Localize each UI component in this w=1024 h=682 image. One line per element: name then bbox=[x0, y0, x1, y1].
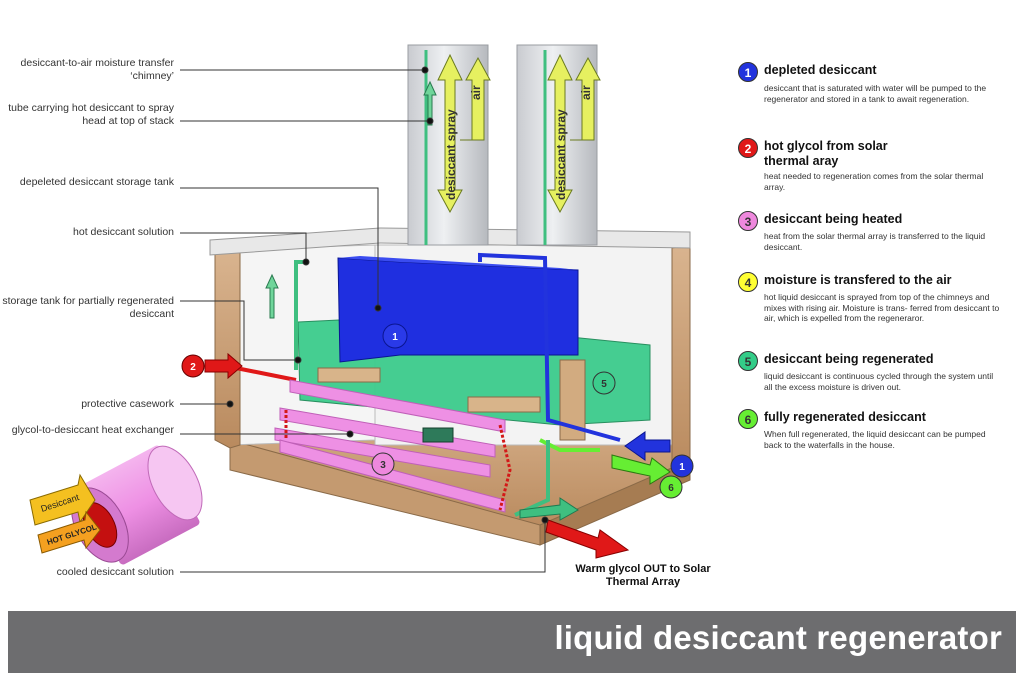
badge-1-diagram: 1 bbox=[392, 332, 398, 343]
legend-badge-2: 2 bbox=[738, 138, 758, 158]
callout-hot-solution: hot desiccant solution bbox=[73, 226, 174, 238]
air-text-left: air bbox=[469, 85, 483, 100]
legend-desc-1: desiccant that is saturated with water w… bbox=[764, 83, 987, 104]
legend-title-1: depleted desiccant bbox=[764, 63, 877, 77]
page-title: liquid desiccant regenerator bbox=[554, 619, 1002, 656]
footer-bar: liquid desiccant regenerator bbox=[8, 611, 1016, 673]
badge-2-diagram: 2 bbox=[190, 362, 196, 373]
glycol-in-arrow bbox=[204, 352, 243, 380]
glycol-out-label: Warm glycol OUT to Solar Thermal Array bbox=[575, 563, 711, 588]
air-text-right: air bbox=[579, 85, 593, 100]
legend-badge-6: 6 bbox=[738, 409, 758, 429]
support-1 bbox=[317, 367, 381, 383]
rising-air-arrow-2 bbox=[265, 273, 279, 319]
callout-chimney: desiccant-to-air moisture transfer ‘chim… bbox=[20, 57, 174, 82]
legend-desc-5: liquid desiccant is continuous cycled th… bbox=[764, 371, 994, 392]
rising-air-arrow-1 bbox=[423, 80, 437, 126]
right-casework-panel bbox=[671, 244, 691, 473]
callout-cooled: cooled desiccant solution bbox=[56, 566, 174, 578]
legend-title-5: desiccant being regenerated bbox=[764, 352, 934, 366]
legend-badge-4: 4 bbox=[738, 272, 758, 292]
depleted-in-arrow bbox=[624, 431, 671, 461]
cooled-arrow bbox=[519, 497, 579, 521]
pump bbox=[422, 427, 454, 443]
callout-tube: tube carrying hot desiccant to spray hea… bbox=[8, 102, 174, 127]
callout-heat-exchanger: glycol-to-desiccant heat exchanger bbox=[11, 424, 174, 436]
badge-3-diagram: 3 bbox=[380, 460, 386, 471]
legend-desc-3: heat from the solar thermal array is tra… bbox=[764, 231, 986, 252]
legend-title-2: hot glycol from solar thermal aray bbox=[764, 139, 888, 168]
pipe-cross-section bbox=[29, 445, 203, 565]
regenerated-out-arrow bbox=[611, 454, 671, 485]
legend-badge-3: 3 bbox=[738, 211, 758, 231]
spray-arrow-left bbox=[437, 53, 491, 214]
legend-desc-2: heat needed to regeneration comes from t… bbox=[764, 171, 984, 192]
blue-tank bbox=[337, 257, 579, 363]
callout-casework: protective casework bbox=[81, 398, 174, 410]
legend-desc-6: When full regenerated, the liquid desicc… bbox=[764, 429, 986, 450]
glycol-out-arrow bbox=[545, 519, 630, 559]
spray-text-left: desiccant spray bbox=[444, 109, 458, 200]
callout-depleted-tank: depeleted desiccant storage tank bbox=[19, 176, 174, 188]
legend-title-6: fully regenerated desiccant bbox=[764, 410, 926, 424]
legend-desc-4: hot liquid desiccant is sprayed from top… bbox=[764, 292, 1000, 323]
support-2 bbox=[467, 396, 541, 413]
legend-title-3: desiccant being heated bbox=[764, 212, 903, 226]
spray-text-right: desiccant spray bbox=[554, 109, 568, 200]
left-casework-panel bbox=[214, 249, 241, 449]
callout-storage-partial: storage tank for partially regenerated d… bbox=[2, 295, 174, 320]
support-3 bbox=[559, 359, 586, 441]
badge-5-diagram: 5 bbox=[601, 379, 607, 390]
badge-6-diagram: 6 bbox=[668, 483, 674, 494]
heat-exchanger-pipes bbox=[274, 379, 506, 513]
badge-1-out-diagram: 1 bbox=[679, 462, 685, 473]
spray-arrow-right bbox=[547, 53, 601, 214]
legend-badge-5: 5 bbox=[738, 351, 758, 371]
legend-badge-1: 1 bbox=[738, 62, 758, 82]
legend-title-4: moisture is transfered to the air bbox=[764, 273, 952, 287]
